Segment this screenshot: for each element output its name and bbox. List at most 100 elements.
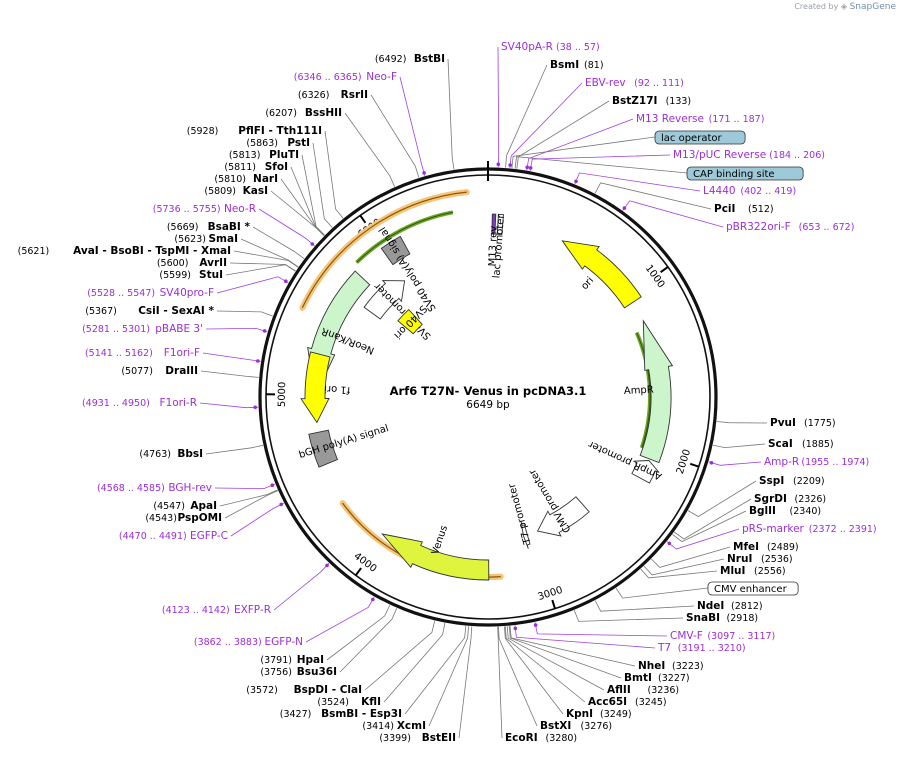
label-name-hpai: HpaI [297, 654, 324, 666]
label-pos-snabi: (2918) [727, 613, 759, 624]
label-pos-mlui: (2556) [754, 566, 786, 577]
label-pos-bmti: (3227) [658, 673, 690, 684]
credit-brand: SnapGene [849, 2, 896, 12]
leader-ndei [594, 600, 695, 612]
label-name-bbsi: BbsI [177, 448, 203, 460]
label-pos-sv40pro-f: (5528 .. 5547) [87, 288, 155, 299]
label-pos-stui: (5599) [159, 270, 191, 281]
label-pos-neo-f: (6346 .. 6365) [294, 72, 362, 83]
site-avrii: AvrII(5600) [157, 257, 227, 269]
site-pvui: PvuI(1775) [770, 417, 836, 429]
leader-bglii [672, 510, 747, 543]
feature-label-ampr: AmpR [624, 385, 654, 397]
feature-label-venus: Venus [430, 524, 450, 556]
primer-mark-m13-reverse [525, 165, 529, 170]
label-pos-ndei: (2812) [731, 601, 763, 612]
primer-mark-f1ori-r [253, 405, 257, 410]
label-pos-avai-bsobi-tspmi-xmai: (5621) [18, 246, 50, 257]
label-pos-bsmi: (81) [584, 60, 604, 71]
feature-sv40-ori [397, 308, 423, 335]
site-pcii: PciI(512) [714, 203, 774, 215]
site-bstxi: BstXI(3276) [540, 720, 612, 732]
label-pos-kpni: (3249) [600, 709, 632, 720]
site-acc65i: Acc65I(3245) [588, 696, 667, 708]
label-name-ecori: EcoRI [505, 732, 538, 744]
label-name-bsshii: BssHII [305, 107, 342, 119]
site-avai-bsobi-tspmi-xmai: AvaI - BsoBI - TspMI - XmaI(5621) [18, 245, 231, 257]
label-name-psti: PstI [287, 137, 310, 149]
site-snabi: SnaBI(2918) [686, 612, 758, 624]
leader-bsu36i [339, 607, 398, 673]
primer-mark-sv40pa-r [496, 162, 501, 166]
label-pos-nrui: (2536) [761, 554, 793, 565]
label-name-bmti: BmtI [624, 672, 652, 684]
site-nari: NarI (5810) [214, 173, 278, 185]
label-name-amp-r: Amp-R [764, 456, 799, 468]
primer-sv40pa-r: SV40pA-R(38 .. 57) [501, 41, 600, 53]
primer-mark-egfp-c [279, 502, 284, 507]
primer-l4440: L4440(402 .. 419) [703, 185, 796, 197]
label-pos-neo-r: (5736 .. 5755) [153, 204, 221, 215]
primer-mark-exfp-r [325, 563, 329, 568]
primer-mark-neo-r [310, 242, 315, 246]
leader-cap-binding-site [514, 156, 688, 174]
label-pos-pbabe-3: (5281 .. 5301) [82, 324, 150, 335]
feature-ori [561, 240, 642, 309]
leader-bbsi [205, 444, 264, 455]
leader-smai [240, 238, 299, 268]
label-pos-nari: (5810) [214, 174, 246, 185]
label-name-csii-sexai: CsiI - SexAI * [138, 305, 214, 317]
site-ndei: NdeI(2812) [697, 600, 763, 612]
label-name-bstxi: BstXI [540, 720, 571, 732]
label-pos-aflii: (3236) [648, 685, 680, 696]
site-bmti: BmtI (3227) [624, 672, 690, 684]
label-pos-apai: (4547) [153, 501, 185, 512]
primer-prs-marker: pRS-marker(2372 .. 2391) [742, 523, 877, 535]
label-name-nhei: NheI [638, 660, 665, 672]
tag-box-cap-binding-site [686, 166, 804, 181]
label-pos-bgh-rev: (4568 .. 4585) [97, 483, 165, 494]
leader-bstxi [498, 626, 538, 727]
feature-sv40-poly-a-signal [380, 235, 411, 266]
label-pos-bbsi: (4763) [139, 449, 171, 460]
feature-lac-promoter [496, 213, 504, 236]
leader-bgh-rev [214, 483, 276, 490]
primer-sv40pro-f: SV40pro-F(5528 .. 5547) [87, 287, 214, 299]
label-leader-lines [199, 46, 768, 739]
leader-f1ori-f [202, 352, 261, 362]
label-name-bsu36i: Bsu36I [297, 666, 337, 678]
primer-mark-f1ori-f [255, 359, 260, 363]
leader-cmv-enhancer [615, 587, 709, 599]
label-name-draiii: DraIII [165, 365, 198, 377]
feature-ampr [639, 319, 674, 464]
primer-mark-bgh-rev [270, 483, 275, 488]
leader-exfp-r [273, 562, 330, 611]
leader-mfei [651, 546, 731, 568]
primer-mark-m13-puc-reverse [528, 166, 533, 170]
label-name-pcii: PciI [714, 203, 735, 215]
label-name-nari: NarI [253, 173, 278, 185]
leader-bsshii [344, 112, 396, 187]
feature-tag-lac-operator: lac operator [654, 130, 746, 145]
feature-sv40-promoter [363, 280, 406, 320]
label-name-prs-marker: pRS-marker [742, 523, 805, 535]
label-pos-csii-sexai: (5367) [85, 306, 117, 317]
primer-exfp-r: EXFP-R(4123 .. 4142) [162, 604, 271, 616]
label-name-aflii: AflII [607, 684, 631, 696]
tag-box-lac-operator [654, 130, 746, 145]
tick-1000 [660, 266, 669, 274]
tag-text-cap-binding-site: CAP binding site [693, 169, 775, 180]
leader-m13-puc-reverse [529, 154, 671, 171]
plasmid-length: 6649 bp [466, 399, 510, 411]
snapgene-credit: Created by ◈ SnapGene [794, 2, 896, 12]
label-name-exfp-r: EXFP-R [234, 604, 271, 616]
label-name-f1ori-r: F1ori-R [160, 397, 197, 409]
leader-cmv-f [534, 622, 668, 637]
label-name-ebv-rev: EBV-rev [585, 77, 626, 89]
site-bsteii: BstEII(3399) [379, 732, 456, 744]
plasmid-name: Arf6 T27N- Venus in pcDNA3.1 [390, 384, 587, 398]
site-bspdi-clai: BspDI - ClaI(3572) [246, 684, 362, 696]
site-aflii: AflII (3236) [607, 684, 679, 696]
